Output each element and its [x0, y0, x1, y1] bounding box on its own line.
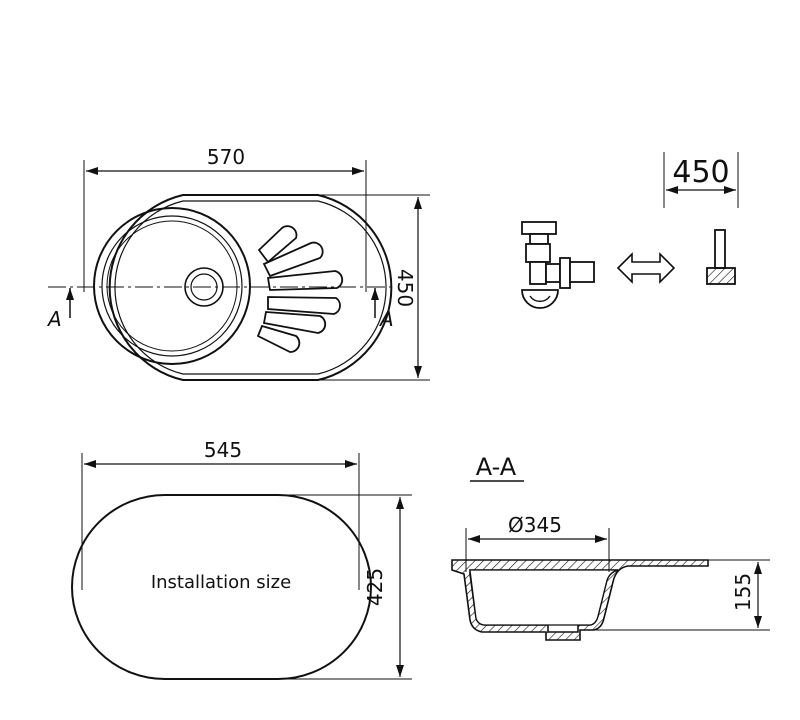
installation-view: [71, 453, 412, 680]
drainboard-grooves: [256, 225, 344, 353]
top-view: [48, 160, 430, 381]
double-arrow-icon: [616, 252, 676, 284]
dim-425-text: 425: [363, 568, 387, 606]
section-title: A-A: [476, 453, 517, 481]
siphon-icon: [521, 221, 595, 309]
siphon-detail: [521, 152, 739, 309]
dim-450-text: 450: [393, 269, 417, 307]
dim-545-text: 545: [204, 438, 242, 462]
dim-570-text: 570: [207, 145, 245, 169]
dim-450-small-text: 450: [672, 155, 729, 190]
bowl-outer: [93, 207, 251, 365]
section-mark-left: A: [46, 307, 62, 331]
section-inner-line: [469, 569, 619, 626]
section-mark-right: A: [378, 307, 394, 331]
dim-155-text: 155: [731, 573, 755, 611]
bowl-inner-2: [106, 220, 238, 352]
section-view: [451, 480, 770, 641]
bowl-inner: [101, 215, 243, 357]
sink-outline-inner: [114, 200, 387, 375]
drain-pipe-icon: [706, 229, 736, 285]
installation-label: Installation size: [151, 572, 291, 593]
dim-345-text: Ø345: [508, 513, 562, 537]
